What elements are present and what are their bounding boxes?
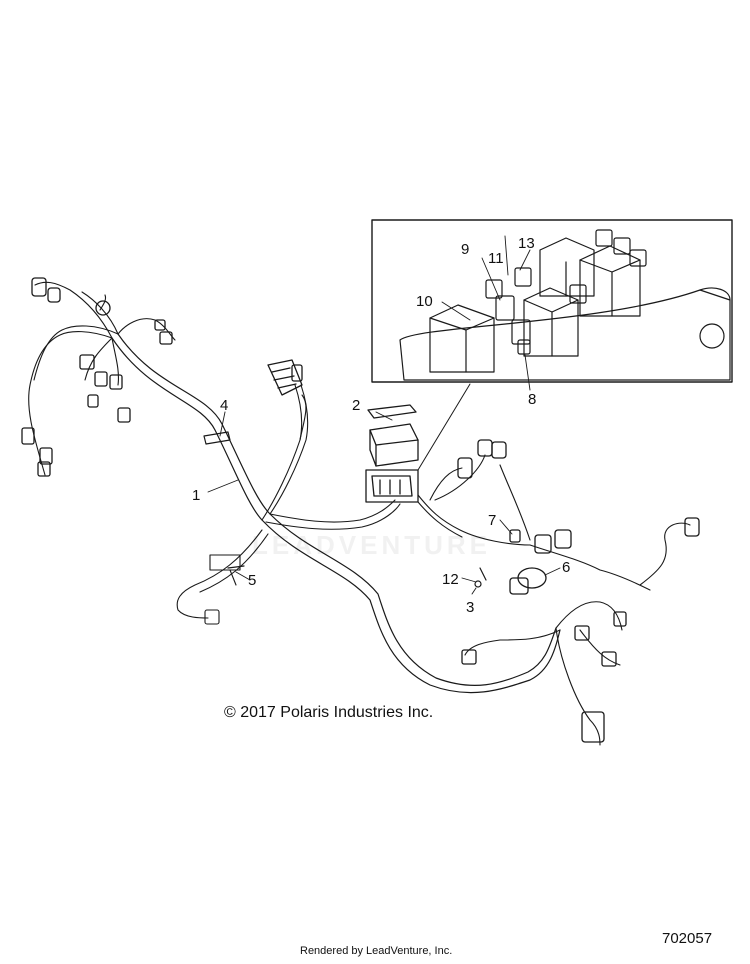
leader-lines [207, 235, 561, 595]
detail-leader-line [417, 383, 471, 471]
callout-13: 13 [518, 235, 535, 252]
upper-left-connectors [21, 277, 173, 477]
callout-12: 12 [442, 571, 459, 588]
callout-5: 5 [248, 572, 257, 589]
callout-11: 11 [488, 250, 504, 267]
callout-9: 9 [461, 241, 470, 258]
callout-7: 7 [488, 512, 497, 529]
callout-8: 8 [528, 391, 537, 408]
cable-ties [203, 431, 245, 569]
center-branch [261, 384, 401, 530]
lower-left-branch [176, 529, 269, 625]
detail-box [371, 219, 733, 383]
callout-1: 1 [192, 487, 201, 504]
installed-fuse-box [365, 469, 419, 503]
callout-2: 2 [352, 397, 361, 414]
diagram-number: 702057 [662, 930, 713, 947]
left-branch [28, 281, 176, 476]
callout-6: 6 [562, 559, 571, 576]
right-branch [417, 454, 691, 746]
bolt [474, 567, 487, 588]
rendered-by-footer: Rendered by LeadVenture, Inc. [300, 945, 453, 957]
copyright-text: © 2017 Polaris Industries Inc. [224, 704, 434, 721]
right-connectors [457, 439, 700, 743]
large-connector [267, 359, 303, 396]
callout-4: 4 [220, 397, 229, 414]
fuse-box-part [367, 404, 419, 467]
callout-3: 3 [466, 599, 475, 616]
callout-10: 10 [416, 293, 433, 310]
detail-relays [399, 229, 731, 381]
main-harness [111, 333, 561, 694]
